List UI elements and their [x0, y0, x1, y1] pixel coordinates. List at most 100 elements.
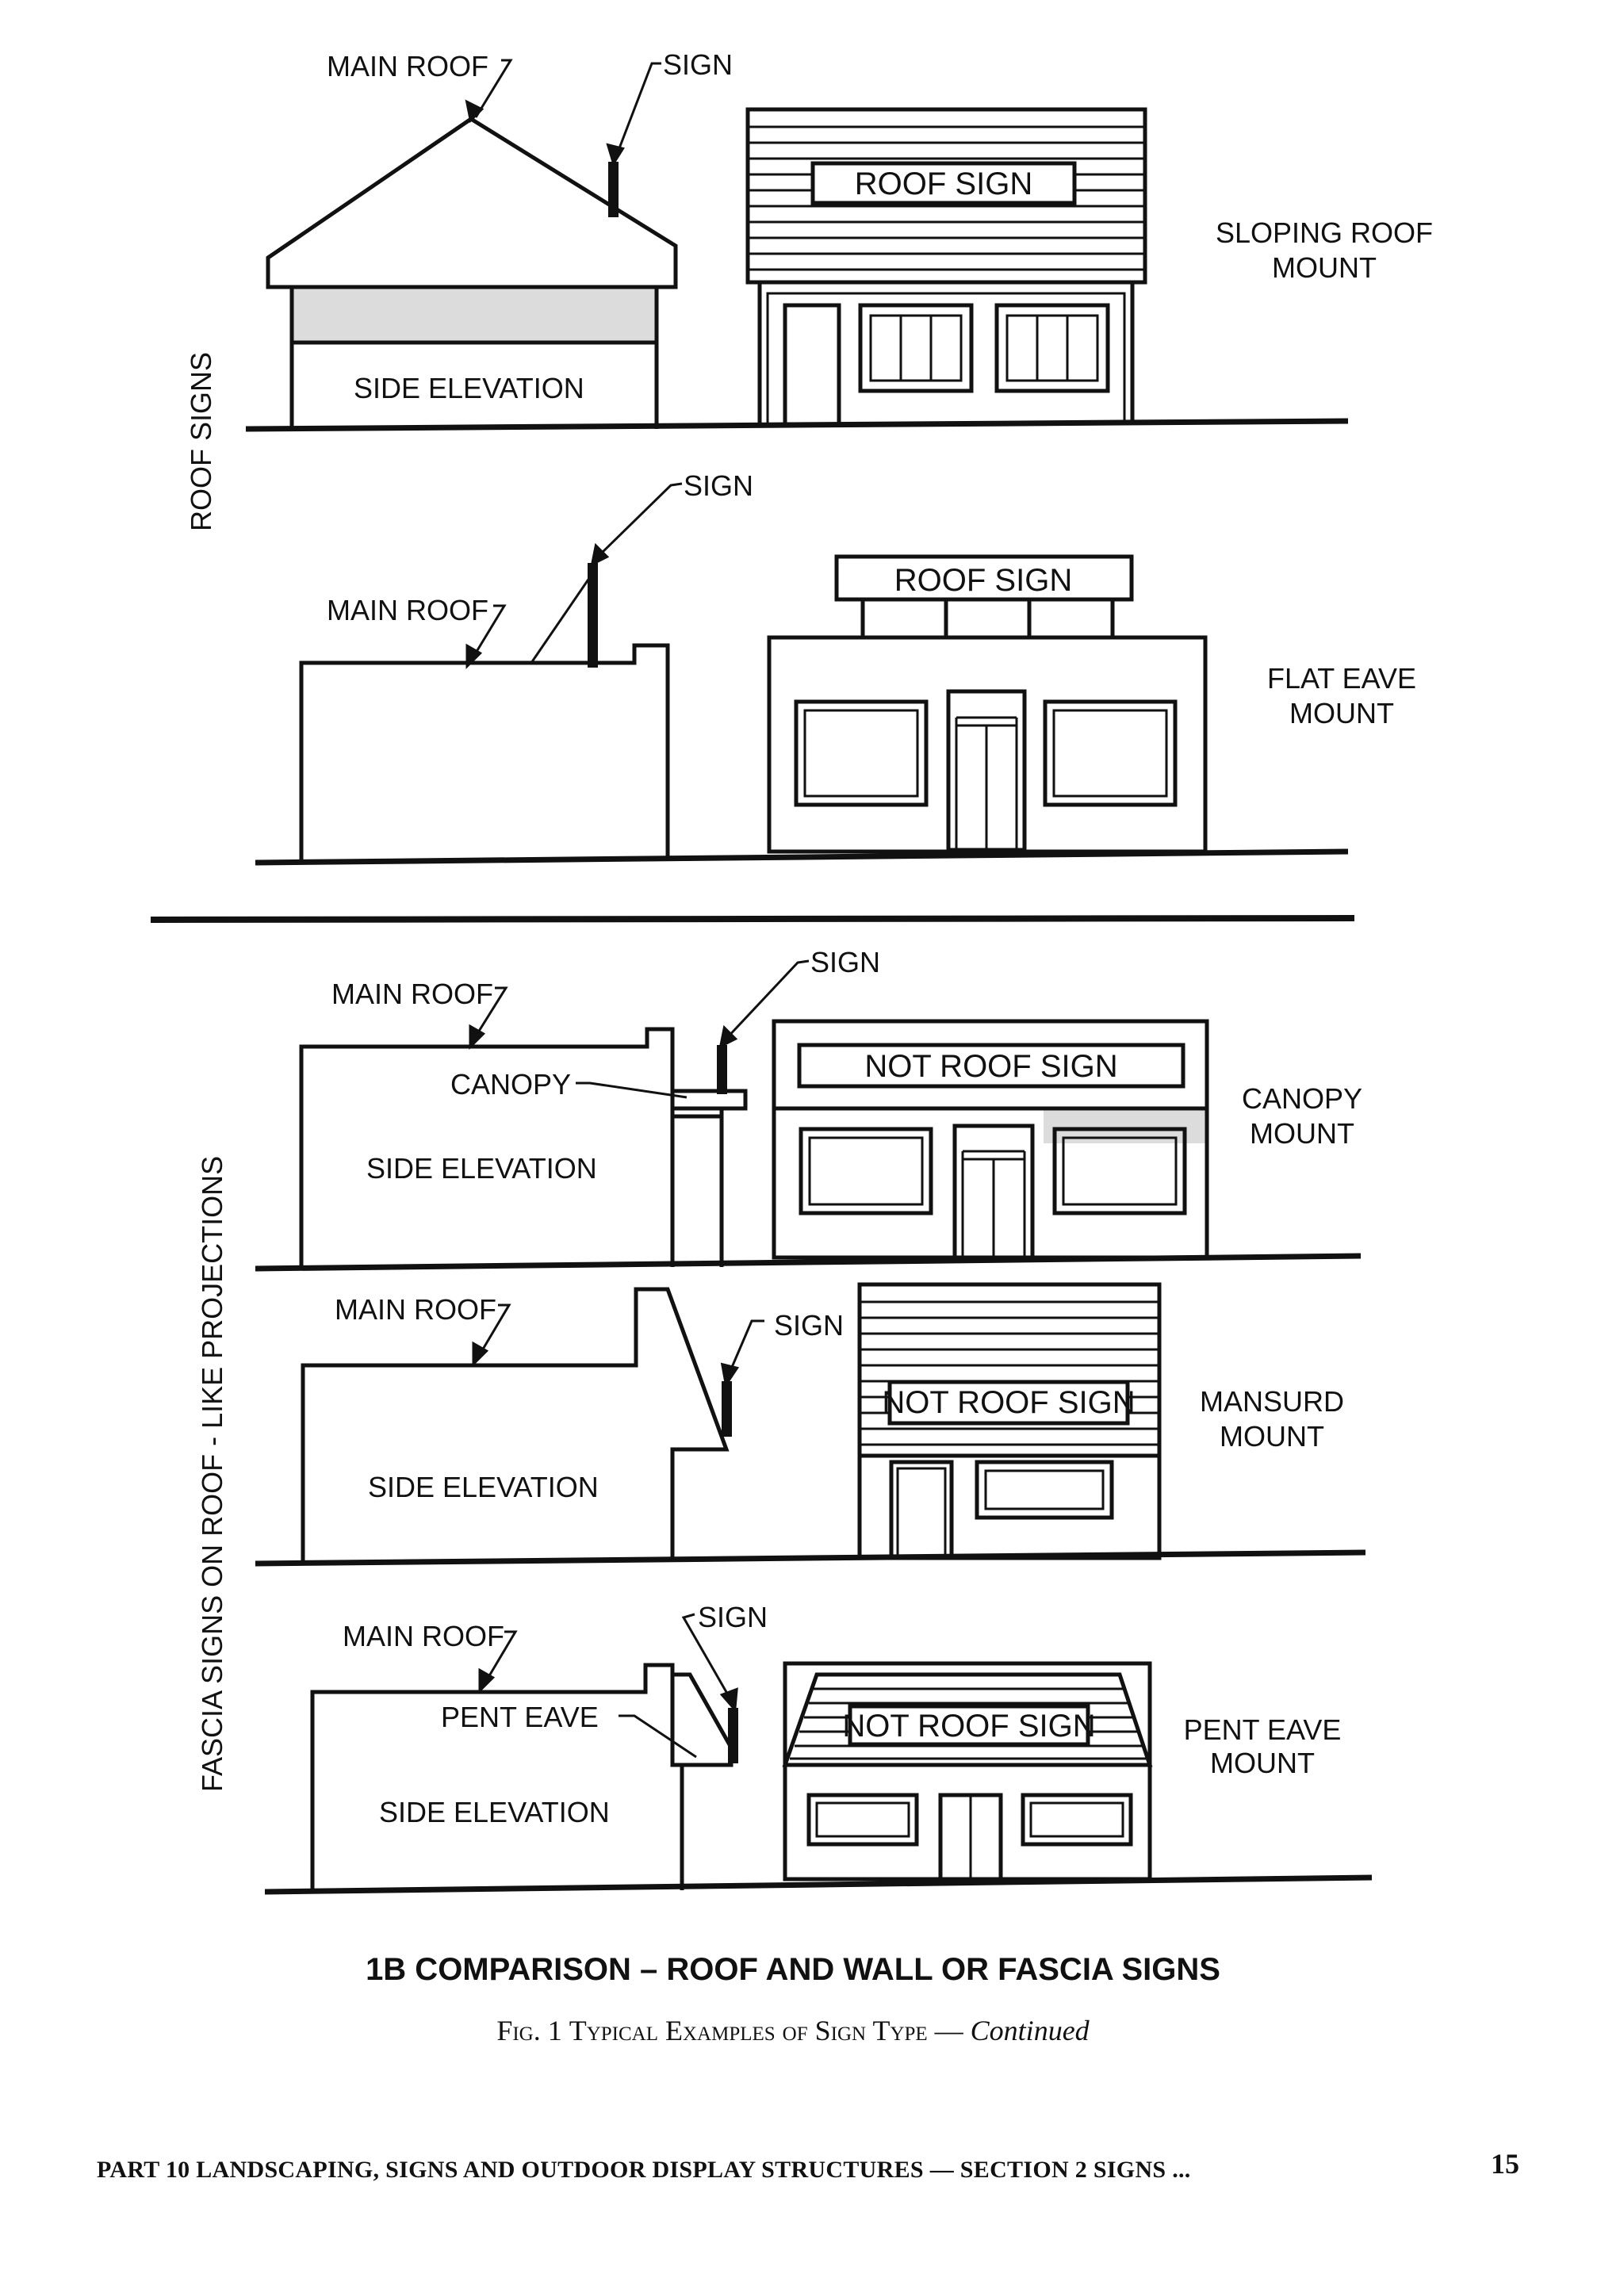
sign-leader	[726, 1319, 764, 1377]
canopy-mount-label-2: MOUNT	[1250, 1117, 1354, 1150]
side-wall	[299, 1027, 675, 1269]
sign-leader	[614, 62, 661, 159]
side-wall-mansard	[301, 1287, 730, 1564]
sloping-roof-mount-label-1: SLOPING ROOF	[1216, 216, 1433, 249]
row-flat-eave: MAIN ROOF SIGN ROOF SIGN FLAT EAVE MOUNT	[255, 469, 1416, 866]
sign-label: SIGN	[684, 469, 753, 502]
sign-leader	[595, 482, 683, 560]
row-mansurd: MAIN ROOF SIDE ELEVATION SIGN NOT ROOF S…	[255, 1282, 1366, 1567]
sign-arrow	[590, 542, 610, 567]
side-elevation-label: SIDE ELEVATION	[354, 372, 584, 404]
row-pent-eave: MAIN ROOF PENT EAVE SIDE ELEVATION SIGN …	[264, 1601, 1373, 1895]
side-wall	[289, 285, 659, 429]
flat-eave-mount-label-2: MOUNT	[1289, 697, 1394, 729]
mansurd-mount-label-1: MANSURD	[1200, 1385, 1344, 1418]
pent-eave-sign-bar	[728, 1708, 738, 1763]
front-wall	[757, 280, 1135, 425]
canopy	[670, 1089, 748, 1111]
main-roof-label: MAIN ROOF	[331, 978, 493, 1010]
side-wall	[299, 643, 670, 863]
canopy-sign-bar	[717, 1045, 727, 1094]
front-wall	[857, 1282, 1162, 1560]
pent-eave-leader	[619, 1714, 697, 1759]
main-roof-arrow	[478, 1667, 496, 1694]
main-roof-label: MAIN ROOF	[343, 1620, 504, 1652]
sign-arrow	[720, 1362, 740, 1388]
window-left	[858, 303, 974, 393]
fascia-sign-board	[887, 1380, 1130, 1426]
pent-eave-label: PENT EAVE	[441, 1701, 599, 1733]
row-canopy: MAIN ROOF CANOPY SIDE ELEVATION SIGN NOT…	[255, 946, 1362, 1272]
window-left	[806, 1793, 919, 1847]
page-number: 15	[1491, 2148, 1519, 2180]
main-roof-arrow	[465, 643, 483, 670]
figure-caption-dash: —	[934, 2015, 963, 2046]
main-roof-leader	[471, 604, 507, 659]
canopy-leader	[576, 1081, 688, 1099]
figure-caption-text: Typical Examples of Sign Type	[569, 2015, 928, 2046]
side-elevation-label: SIDE ELEVATION	[366, 1152, 597, 1185]
sign-label: SIGN	[698, 1601, 768, 1633]
window-left	[799, 1127, 933, 1215]
roof-sign-bar	[588, 563, 598, 668]
sloping-roof-mount-label-2: MOUNT	[1272, 251, 1377, 284]
window-right	[1052, 1127, 1187, 1215]
ground-line	[255, 1549, 1366, 1567]
fascia-sign-board	[797, 1043, 1185, 1089]
side-elevation-label: SIDE ELEVATION	[368, 1471, 599, 1503]
side-elevation-label: SIDE ELEVATION	[379, 1796, 610, 1828]
front-wall	[783, 1661, 1152, 1881]
sign-label: SIGN	[810, 946, 880, 978]
roof-sign-board	[834, 554, 1134, 602]
front-door	[783, 303, 841, 427]
sign-leader	[681, 1613, 734, 1704]
sign-brace	[530, 572, 595, 664]
ground-line	[264, 1874, 1373, 1895]
flat-eave-mount-label-1: FLAT EAVE	[1267, 662, 1416, 695]
sign-label: SIGN	[774, 1309, 844, 1342]
pent-eave	[672, 1672, 733, 1767]
canopy-label: CANOPY	[450, 1068, 571, 1101]
sign-arrow	[718, 1024, 738, 1049]
sign-label: SIGN	[663, 48, 733, 81]
front-window	[975, 1460, 1114, 1520]
sign-arrow	[719, 1687, 738, 1713]
sign-arrow	[606, 143, 625, 167]
wall-band-shading	[292, 287, 657, 343]
window-right	[994, 303, 1110, 393]
window-left	[794, 699, 929, 807]
window-right	[1043, 699, 1178, 807]
roof-signs-section-label: ROOF SIGNS	[185, 352, 217, 531]
side-wall	[310, 1663, 684, 1892]
roof-sign-board	[810, 161, 1077, 205]
mansurd-mount-label-2: MOUNT	[1220, 1420, 1324, 1453]
main-roof-arrow	[469, 1024, 486, 1051]
row-sloping-roof: SIDE ELEVATION MAIN ROOF SIGN ROOF SIGN …	[245, 48, 1433, 432]
figure-caption-continued: Continued	[970, 2015, 1090, 2046]
pent-eave-mount-label-1: PENT EAVE	[1184, 1713, 1342, 1746]
figure-title: 1B COMPARISON – ROOF AND WALL OR FASCIA …	[366, 1952, 1220, 1987]
canopy-mount-label-1: CANOPY	[1242, 1082, 1362, 1115]
main-roof-arrow	[472, 1341, 489, 1368]
main-roof-label: MAIN ROOF	[327, 50, 488, 82]
pent-eave-mount-label-2: MOUNT	[1210, 1747, 1315, 1779]
fascia-sign-board	[848, 1704, 1090, 1747]
front-door	[889, 1460, 954, 1560]
main-roof-arrow	[465, 99, 485, 124]
figure-caption: Fig. 1 Typical Examples of Sign Type — C…	[0, 2014, 1605, 2047]
not-roof-sign-text: NOT ROOF SIGN	[842, 1709, 1095, 1744]
main-roof-leader	[484, 1630, 518, 1683]
roof-sign-bar	[608, 162, 619, 217]
roof-sign-text: ROOF SIGN	[855, 167, 1032, 201]
pent-eave-roof	[782, 1672, 1153, 1767]
main-roof-leader	[473, 986, 508, 1039]
not-roof-sign-text: NOT ROOF SIGN	[864, 1049, 1117, 1084]
page-footer: PART 10 LANDSCAPING, SIGNS AND OUTDOOR D…	[97, 2157, 1191, 2183]
sign-leader	[723, 959, 810, 1042]
section-separator	[150, 915, 1355, 923]
main-roof-label: MAIN ROOF	[327, 594, 488, 626]
mansard-sign-bar	[722, 1381, 732, 1437]
fascia-signs-section-label: FASCIA SIGNS ON ROOF - LIKE PROJECTIONS	[196, 1156, 228, 1792]
roof-sign-text: ROOF SIGN	[894, 563, 1072, 598]
